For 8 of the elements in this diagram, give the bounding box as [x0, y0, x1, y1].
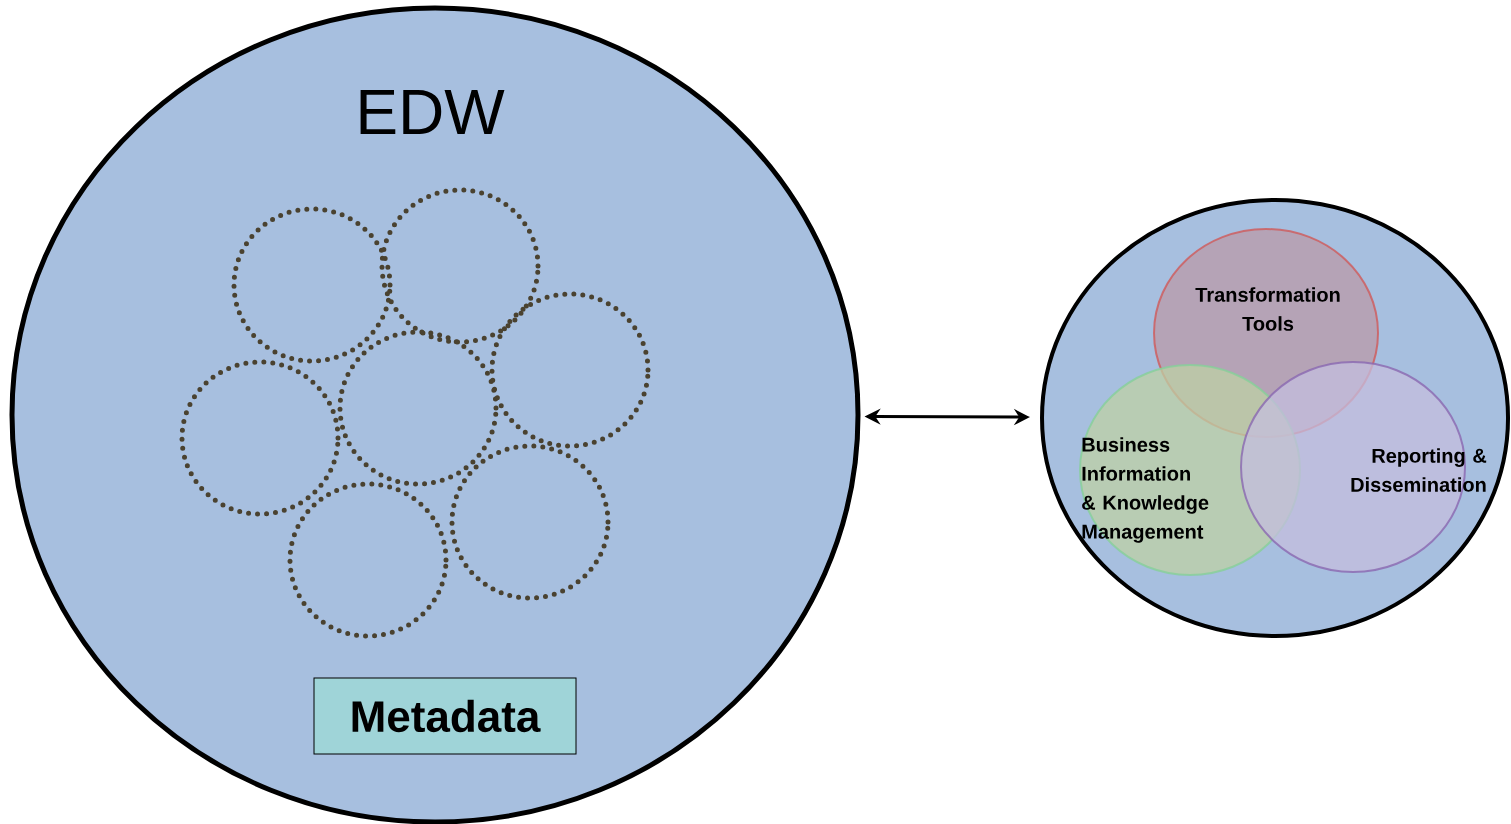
dotted-circle [231, 206, 393, 364]
dotted-circle [287, 481, 449, 639]
dotted-circle [489, 291, 651, 449]
dotted-circle [179, 359, 341, 517]
dotted-circle [379, 187, 541, 345]
dotted-circle [337, 329, 499, 487]
dotted-circle [449, 443, 611, 601]
label-box: Metadata [313, 677, 577, 755]
